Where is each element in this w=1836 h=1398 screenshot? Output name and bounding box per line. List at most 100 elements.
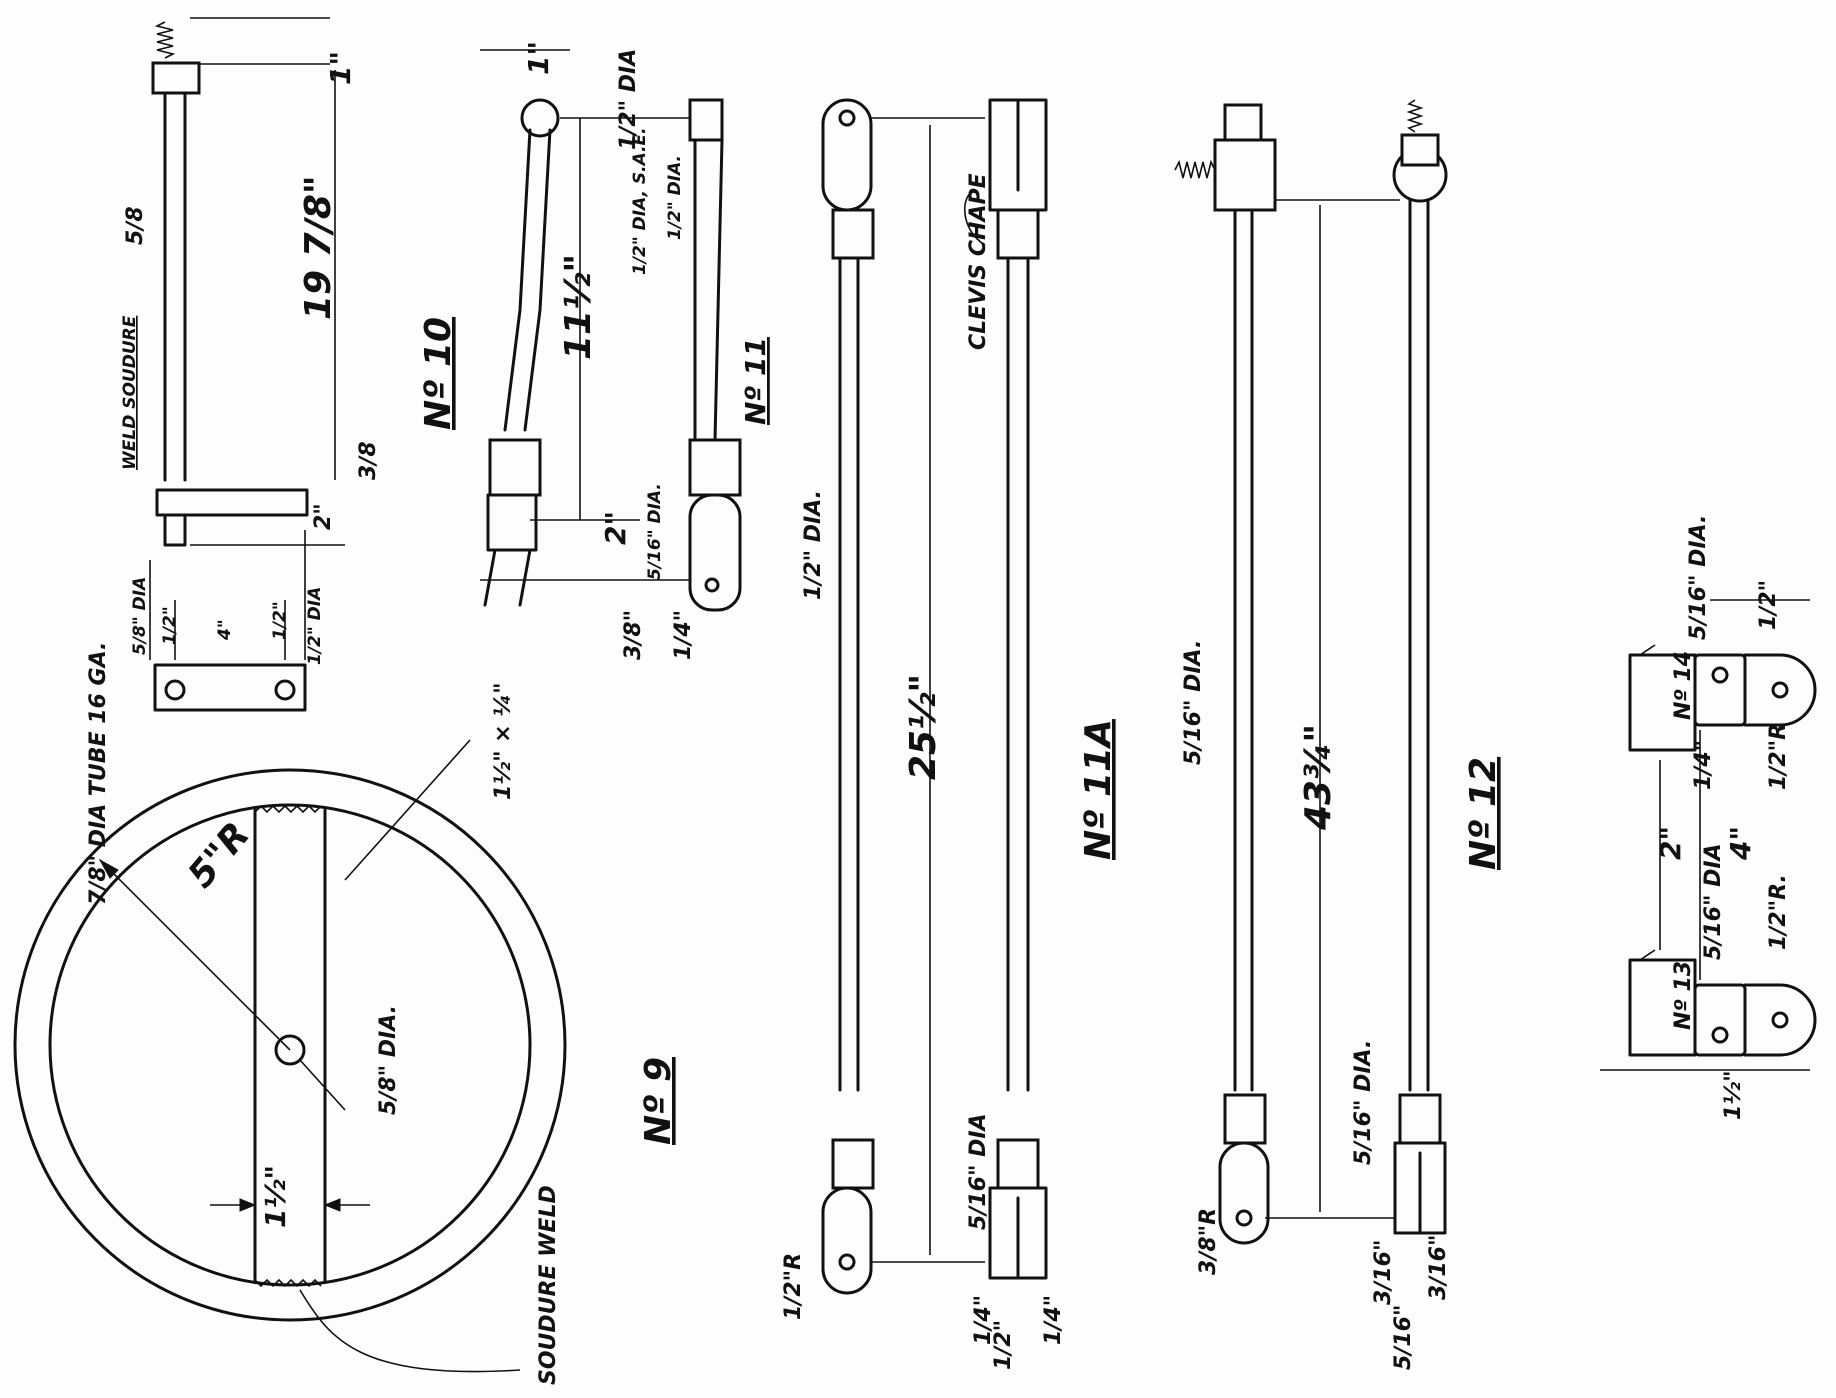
bar-size-label: 1½" × ¼": [491, 682, 516, 800]
dim-bot: 1½": [1721, 1070, 1746, 1120]
radius-label: 1/2"R: [781, 1253, 806, 1320]
end-a: 3/8": [621, 610, 646, 660]
radius-arrow: [98, 858, 119, 879]
sp-c: 1/2": [270, 601, 290, 640]
center-hole: [274, 1034, 306, 1066]
gap-label: 2": [1654, 826, 1687, 860]
block-14-edge: [1639, 644, 1656, 656]
part-label-no12: Nº 12: [1463, 757, 1504, 870]
lower-eye: [688, 493, 742, 612]
bottom-eye: [821, 1186, 873, 1295]
bar-leader: [344, 739, 471, 881]
lower-pin: [704, 577, 720, 593]
plate-hole-b: [274, 679, 296, 701]
pin-label: 5/16" DIA.: [1351, 1040, 1376, 1165]
plate-stub: [163, 513, 187, 547]
offset-label: 2": [599, 511, 632, 545]
weld-bottom: [254, 1278, 322, 1288]
end-c: 3/16": [1426, 1235, 1451, 1300]
weld-label: SOUDURE WELD: [536, 1185, 561, 1385]
part-label-no9: Nº 9: [638, 1057, 679, 1145]
label-14: Nº 14: [1671, 651, 1696, 720]
link-left: [503, 128, 532, 432]
clevis-fork-a: [483, 548, 497, 607]
top-dim: 1": [324, 51, 357, 85]
dim-top: 1/2": [1756, 580, 1781, 630]
r-bot-label: 1/2"R.: [1766, 874, 1791, 950]
bottom-nut-a: [1223, 1093, 1267, 1145]
length-dim-label: 19 7/8": [298, 175, 339, 320]
lower-nut: [688, 438, 742, 497]
eye-hole-13: [1771, 1011, 1789, 1029]
hole-14: [1711, 666, 1729, 684]
bottom-eye-a: [1218, 1141, 1270, 1245]
end-a: 3/16": [1371, 1240, 1396, 1305]
length-label: 25½": [903, 674, 944, 780]
hole-b-label: 1/2" DIA: [305, 587, 325, 665]
part-label-no11a: Nº 11A: [1078, 719, 1119, 860]
end-c: 1/4": [1041, 1295, 1066, 1345]
part-no13-14: Nº 14 Nº 13 5/16" DIA. 1/2" 1/4" 1/2"R 2…: [1600, 515, 1817, 1120]
radius-label: 3/8"R: [1196, 1208, 1221, 1275]
pin-top-label: 5/16" DIA.: [1686, 515, 1711, 640]
clevis-nut-top: [996, 208, 1040, 260]
top-dim: 1": [522, 41, 555, 75]
cross-block: [1213, 138, 1277, 212]
plate-height: 2": [311, 503, 336, 530]
rod-dia-label: 5/16" DIA.: [1181, 640, 1206, 765]
upper-nut: [688, 98, 724, 142]
thread-label: 1/2" DIA: [616, 49, 641, 150]
part-no12: 5/16" DIA. 43¾" 5/16" DIA. 3/8"R 3/16" 5…: [1174, 99, 1504, 1370]
bottom-nut-b: [1398, 1093, 1442, 1145]
sae-label: 1/2" DIA, S.A.E.: [630, 127, 650, 275]
eye-13: [1743, 983, 1817, 1057]
width-arrow-right: [323, 1198, 341, 1212]
pin-label: 5/16" DIA: [966, 1113, 991, 1230]
top-eye: [821, 98, 873, 212]
clevis-nut: [488, 438, 542, 497]
r-top-label: 1/2"R: [1766, 723, 1791, 790]
radius-leader: [99, 859, 291, 1051]
clevis-label: CLEVIS CHAPE: [966, 173, 991, 350]
eye-hole-14: [1771, 681, 1789, 699]
part-no10: 1" 5/8 19 7/8" WELD SOUDURE 3/8 2" 5/8" …: [120, 17, 459, 712]
plate-side: [155, 488, 309, 517]
clevis-leader: [963, 189, 986, 246]
width-arrow-left: [239, 1198, 257, 1212]
end-a: 1/4": [971, 1295, 996, 1345]
cross-thread: [1174, 159, 1216, 179]
tab-14: [1693, 653, 1747, 727]
bottom-eye-hole: [838, 1253, 856, 1271]
plate-hole-a: [164, 679, 186, 701]
label-13: Nº 13: [1671, 961, 1696, 1030]
end-b: 1/4": [671, 610, 696, 660]
link-right: [523, 128, 552, 432]
length-label: 43¾": [1298, 724, 1339, 831]
clevis-nut-bottom: [996, 1138, 1040, 1190]
pin-label: 5/16" DIA.: [645, 483, 665, 580]
top-nut-a: [1223, 103, 1263, 142]
clevis-fork-b: [518, 548, 532, 607]
weld-offset: 3/8: [356, 441, 381, 480]
hole-13: [1711, 1026, 1729, 1044]
bottom-nut: [831, 1138, 875, 1190]
length-label: 11½": [558, 254, 599, 360]
center-label: 4": [1724, 826, 1757, 861]
end-b: 1/2": [991, 1320, 1016, 1370]
nut-top: [151, 61, 201, 95]
arm-right: [698, 116, 724, 442]
hole-leader: [299, 1059, 346, 1111]
weld-top: [254, 804, 322, 814]
top-nut: [831, 208, 875, 260]
ring-outer: [13, 768, 567, 1322]
weld-label: WELD SOUDURE: [120, 315, 140, 470]
sp-b: 4": [215, 619, 235, 641]
bottom-hole-a: [1235, 1209, 1253, 1227]
hole-label: 5/8" DIA.: [376, 1005, 401, 1115]
block-13-edge: [1639, 949, 1656, 961]
part-no11a: CLEVIS CHAPE 1/2" DIA. 25½" 5/16" DIA 1/…: [781, 98, 1119, 1370]
top-eye-hole: [838, 109, 856, 127]
part-no9: 7/8" DIA TUBE 16 GA. 1½" × ¼" 5"R 5/8" D…: [13, 642, 679, 1385]
